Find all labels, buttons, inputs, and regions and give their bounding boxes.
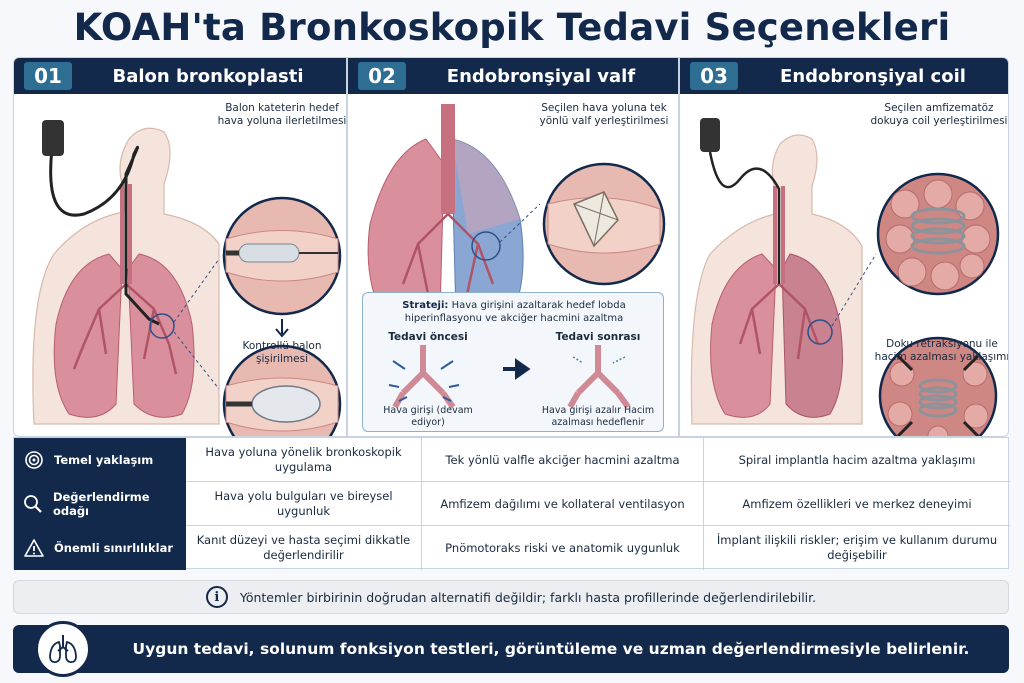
bronchoscope-handle bbox=[700, 118, 720, 152]
trachea bbox=[120, 184, 132, 284]
bronchial-tree bbox=[72, 283, 178, 375]
bronchoscope-handle bbox=[42, 120, 64, 156]
target-icon bbox=[14, 450, 54, 470]
row-label: Temel yaklaşım bbox=[14, 438, 186, 482]
table-cell: Spiral implantla hacim azaltma yaklaşımı bbox=[738, 452, 976, 467]
coil-illustration bbox=[690, 118, 1000, 436]
before-caption: Hava girişi (devam ediyor) bbox=[383, 405, 473, 428]
table-cell: Hava yoluna yönelik bronkoskopik uygulam… bbox=[186, 438, 422, 482]
bronchial-tree bbox=[738, 283, 820, 360]
caption-inflate: Kontrollü balon şişirilmesi bbox=[242, 340, 322, 365]
alveoli-pattern-1 bbox=[885, 179, 991, 291]
target-circle bbox=[149, 313, 175, 339]
strategy-diagram bbox=[388, 345, 631, 409]
procedure-panels: 01 Balon bronkoplasti bbox=[13, 57, 1009, 437]
lungs-icon bbox=[35, 621, 91, 677]
panel-header: 01 Balon bronkoplasti bbox=[14, 58, 346, 94]
caption-valve: Seçilen hava yoluna tek yönlü valf yerle… bbox=[539, 102, 669, 127]
coil-icon bbox=[910, 207, 966, 255]
panel-body: Balon kateterin hedef hava yoluna ilerle… bbox=[14, 94, 346, 436]
airway-after bbox=[567, 345, 631, 409]
panel-header: 02 Endobronşiyal valf bbox=[348, 58, 678, 94]
row-label-text: Değerlendirme odağı bbox=[52, 490, 150, 518]
strategy-description: Hava girişini azaltarak hedef lobda hipe… bbox=[404, 300, 626, 324]
valve-illustration bbox=[367, 104, 666, 329]
footer-banner: Uygun tedavi, solunum fonksiyon testleri… bbox=[13, 621, 1009, 677]
before-title: Tedavi öncesi bbox=[388, 331, 468, 343]
bronchoscope-cable bbox=[708, 151, 781, 284]
info-note-text: Yöntemler birbirinin doğrudan alternatif… bbox=[239, 589, 817, 605]
panel-number: 02 bbox=[358, 62, 406, 90]
panel-number: 03 bbox=[690, 62, 738, 90]
panel-balloon: 01 Balon bronkoplasti bbox=[14, 58, 346, 436]
row-label: Önemli sınırlılıklar bbox=[14, 526, 186, 570]
target-circle bbox=[471, 231, 501, 261]
panel-body: Seçilen amfizematöz dokuya coil yerleşti… bbox=[680, 94, 1009, 436]
strategy-label: Strateji: bbox=[402, 300, 449, 311]
footer-text: Uygun tedavi, solunum fonksiyon testleri… bbox=[132, 640, 970, 658]
balloon-illustration bbox=[32, 120, 342, 436]
trachea bbox=[773, 186, 785, 284]
bronchial-tree bbox=[401, 213, 495, 300]
row-label-text: Temel yaklaşım bbox=[54, 453, 154, 467]
panel-number: 01 bbox=[24, 62, 72, 90]
table-cell: Tek yönlü valfle akciğer hacmini azaltma bbox=[422, 438, 704, 482]
table-row: Önemli sınırlılıklar Kanıt düzeyi ve has… bbox=[14, 526, 1010, 570]
magnifier-icon bbox=[14, 494, 53, 514]
table-row: Temel yaklaşım Hava yoluna yönelik bronk… bbox=[14, 438, 1010, 482]
right-lung bbox=[127, 253, 195, 418]
compression-arrows-icon bbox=[896, 354, 980, 436]
caption-advance: Balon kateterin hedef hava yoluna ilerle… bbox=[217, 102, 347, 127]
info-icon: i bbox=[205, 586, 228, 608]
panel-title: Balon bronkoplasti bbox=[112, 65, 304, 87]
arrow-down-icon bbox=[275, 319, 289, 338]
caption-coil: Seçilen amfizematöz dokuya coil yerleşti… bbox=[870, 102, 1008, 127]
table-row: Değerlendirme odağı Hava yolu bulguları … bbox=[14, 482, 1010, 526]
trachea bbox=[441, 104, 455, 214]
after-title: Tedavi sonrası bbox=[555, 331, 641, 343]
airway-before bbox=[392, 345, 456, 409]
coil-icon bbox=[918, 378, 958, 418]
panel-coil: 03 Endobronşiyal coil bbox=[678, 58, 1009, 436]
table-cell: Kanıt düzeyi ve hasta seçimi dikkatle de… bbox=[186, 526, 422, 570]
target-circle bbox=[807, 319, 833, 345]
comparison-table: Temel yaklaşım Hava yoluna yönelik bronk… bbox=[13, 437, 1010, 570]
right-lung bbox=[781, 253, 843, 418]
strategy-text: Strateji: Hava girişini azaltarak hedef … bbox=[371, 299, 657, 325]
table-cell: Pnömotoraks riski ve anatomik uygunluk bbox=[422, 526, 704, 570]
info-note: i Yöntemler birbirinin doğrudan alternat… bbox=[13, 580, 1009, 614]
strategy-box: Strateji: Hava girişini azaltarak hedef … bbox=[362, 292, 664, 432]
table-cell: Amfizem özellikleri ve merkez deneyimi bbox=[742, 496, 972, 511]
panel-header: 03 Endobronşiyal coil bbox=[680, 58, 1008, 94]
row-label-text: Önemli sınırlılıklar bbox=[54, 541, 174, 555]
table-cell: İmplant ilişkili riskler; erişim ve kull… bbox=[716, 533, 998, 562]
caption-retraction: Doku retraksiyonu ile hacim azalması yak… bbox=[874, 338, 1009, 363]
bronchoscope-cable bbox=[49, 145, 160, 326]
after-caption: Hava girişi azalır Hacim azalması hedefl… bbox=[541, 405, 655, 428]
panel-title: Endobronşiyal coil bbox=[780, 65, 966, 87]
arrow-right-icon bbox=[503, 358, 531, 380]
warning-icon bbox=[14, 538, 54, 558]
panel-body: Seçilen hava yoluna tek yönlü valf yerle… bbox=[348, 94, 678, 436]
panel-title: Endobronşiyal valf bbox=[446, 65, 636, 87]
page-title: KOAH'ta Bronkoskopik Tedavi Seçenekleri bbox=[73, 6, 951, 49]
row-label: Değerlendirme odağı bbox=[14, 482, 186, 526]
table-cell: Amfizem dağılımı ve kollateral ventilasy… bbox=[422, 482, 704, 526]
alveoli-pattern-2 bbox=[887, 361, 989, 436]
table-cell: Hava yolu bulguları ve bireysel uygunluk bbox=[186, 482, 422, 526]
panel-valve: 02 Endobronşiyal valf Seçilen hava yolun… bbox=[346, 58, 678, 436]
